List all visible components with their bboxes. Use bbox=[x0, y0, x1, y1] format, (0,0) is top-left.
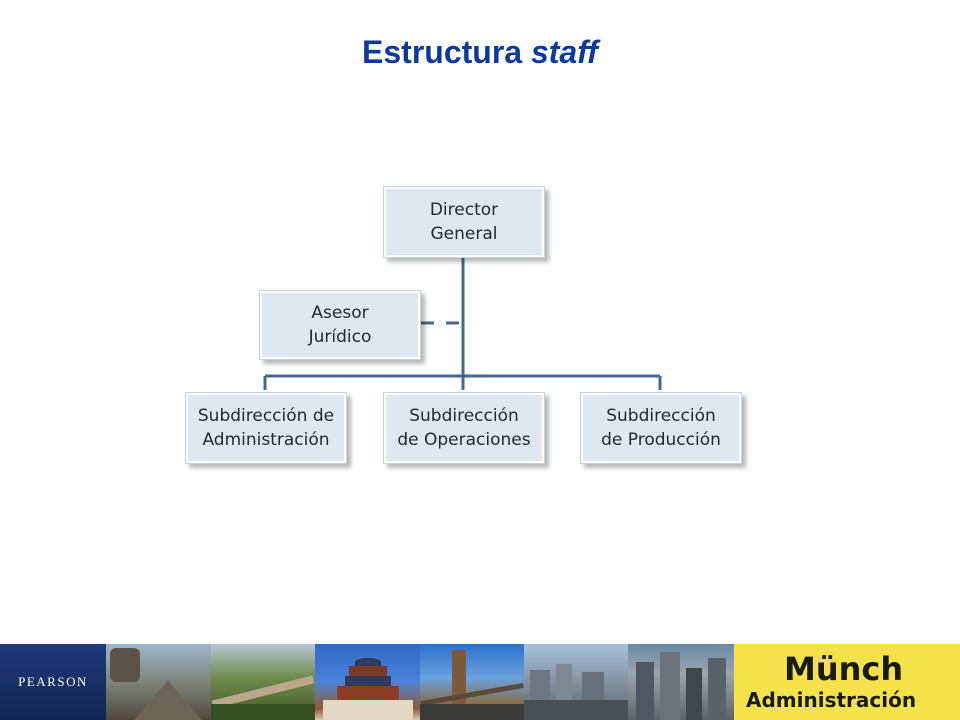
photo-city-highway bbox=[524, 644, 628, 720]
box-director-general: Director General bbox=[383, 186, 545, 258]
book-title: Administración bbox=[746, 688, 917, 712]
title-emphasis: staff bbox=[530, 34, 598, 70]
box-subdireccion-operaciones: Subdirección de Operaciones bbox=[383, 392, 545, 464]
box-subdireccion-administracion: Subdirección de Administración bbox=[185, 392, 347, 464]
title-main: Estructura bbox=[362, 34, 523, 70]
sub-prod-line-2: de Producción bbox=[601, 430, 721, 450]
photo-temple bbox=[315, 644, 420, 720]
asesor-line-2: Jurídico bbox=[308, 327, 372, 347]
publisher-name: PEARSON bbox=[18, 674, 88, 689]
director-line-1: Director bbox=[429, 200, 499, 220]
org-chart: Director General Asesor Jurídico Subdire… bbox=[185, 186, 742, 464]
org-chart-connectors bbox=[263, 258, 662, 390]
footer-banner: PEARSON Münch Administración bbox=[0, 644, 960, 720]
book-author: Münch bbox=[784, 650, 904, 688]
book-logo: Münch Administración bbox=[734, 644, 960, 720]
photo-bridge bbox=[420, 644, 524, 720]
director-line-2: General bbox=[430, 224, 498, 244]
sub-prod-line-1: Subdirección bbox=[606, 406, 716, 426]
slide-title: Estructura staff bbox=[0, 34, 960, 71]
publisher-logo: PEARSON bbox=[0, 644, 106, 720]
sub-admin-line-2: Administración bbox=[202, 430, 330, 450]
box-asesor-juridico: Asesor Jurídico bbox=[259, 290, 421, 360]
photo-pyramid bbox=[106, 644, 211, 720]
sub-oper-line-2: de Operaciones bbox=[397, 430, 531, 450]
photo-great-wall bbox=[211, 644, 315, 720]
sub-admin-line-1: Subdirección de bbox=[197, 406, 335, 426]
photo-skyscrapers bbox=[628, 644, 734, 720]
asesor-line-1: Asesor bbox=[311, 303, 369, 323]
sub-oper-line-1: Subdirección bbox=[409, 406, 519, 426]
box-subdireccion-produccion: Subdirección de Producción bbox=[580, 392, 742, 464]
